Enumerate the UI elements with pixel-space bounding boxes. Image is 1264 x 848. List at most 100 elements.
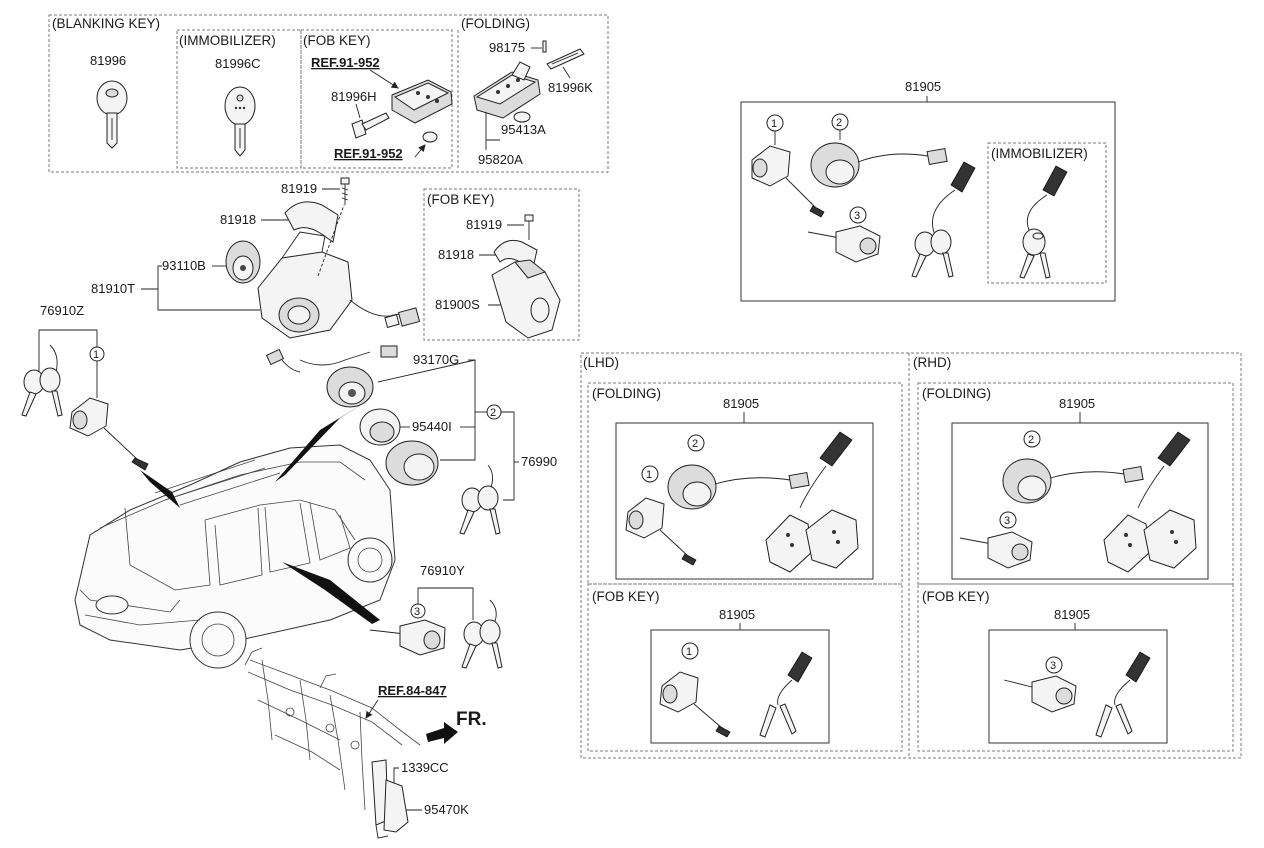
- kit-lhd-fob-frame: [650, 629, 830, 744]
- callout-2-a-text: 2: [490, 407, 496, 419]
- kit-label-81905-lhd-folding: 81905: [723, 396, 759, 411]
- folding-key-blade-icon: [546, 48, 585, 70]
- callout-2-e-text: 2: [1028, 434, 1034, 446]
- door-cylinder-kit-top-icon: [751, 145, 825, 218]
- lhd-fob-frame: [587, 583, 903, 752]
- steering-lock-body-icon: [257, 231, 353, 339]
- kit-label-81905-top: 81905: [905, 79, 941, 94]
- door-lock-cylinder-b-icon: [369, 619, 446, 656]
- steering-lock-b-icon: [491, 259, 561, 339]
- key-pair-c-icon: [461, 599, 503, 669]
- callout-2-e: [1023, 430, 1041, 448]
- folding-key-fob-icon: [473, 61, 541, 119]
- key-pair-a-icon: [21, 344, 63, 417]
- coin-battery-icon: [422, 131, 438, 143]
- kit-immobilizer-header: (IMMOBILIZER): [991, 146, 1088, 161]
- kit-label-81905-lhd-fob: 81905: [719, 607, 755, 622]
- lhd-folding-header: (FOLDING): [592, 386, 661, 401]
- rhd-header: (RHD): [913, 355, 951, 370]
- callout-1-d: [681, 642, 699, 660]
- part-label-93110b: 93110B: [162, 258, 206, 273]
- part-label-81900s: 81900S: [435, 297, 480, 312]
- callout-3-f: [1045, 656, 1063, 674]
- door-lock-76910z-group: 76910Z 1: [21, 303, 149, 471]
- callout-1-c-text: 1: [646, 469, 652, 481]
- fob-key-header: (FOB KEY): [303, 33, 371, 48]
- lhd-header: (LHD): [583, 355, 619, 370]
- part-label-76910y: 76910Y: [420, 563, 465, 578]
- folding-fob-pair-lhd-icon: [765, 431, 859, 573]
- immobilizer-header: (IMMOBILIZER): [179, 33, 276, 48]
- immobilizer-key-icon: [224, 86, 256, 157]
- callout-3-b-text: 3: [854, 210, 860, 222]
- part-label-81919-b: 81919: [466, 217, 502, 232]
- ignition-cylinder-rhd-folding-icon: [1002, 458, 1144, 504]
- ignition-coil-icon: [326, 366, 374, 408]
- part-label-81918: 81918: [220, 212, 256, 227]
- fob-battery-icon: [513, 111, 531, 123]
- trunk-cylinder-rhd-folding-icon: [959, 531, 1033, 569]
- pointer-wedge-door: [282, 562, 380, 624]
- fob-key-lock-header: (FOB KEY): [427, 192, 495, 207]
- part-label-81996c: 81996C: [215, 56, 261, 71]
- key-pair-b-icon: [459, 464, 501, 535]
- ignition-lock-assembly: 81919 81918 93110B 81910T: [91, 177, 421, 339]
- part-label-1339cc: 1339CC: [401, 760, 449, 775]
- immobilizer-frame: [176, 29, 302, 169]
- lhd-rhd-group: (LHD) (RHD) (FOLDING) 81905 1 2: [580, 352, 1242, 759]
- fob-tag-rhd-icon: [1095, 651, 1151, 738]
- start-stop-button-icon: [359, 408, 401, 446]
- antenna-bracket-icon: [371, 759, 409, 839]
- part-label-95440i: 95440I: [412, 419, 452, 434]
- callout-1-c: [641, 465, 659, 483]
- kit-label-81905-rhd-folding: 81905: [1059, 396, 1095, 411]
- part-label-81996k: 81996K: [548, 80, 593, 95]
- kit-rhd-folding-frame: [951, 422, 1209, 580]
- ref-label-91952-b: REF.91-952: [334, 146, 403, 161]
- part-label-81919: 81919: [281, 181, 317, 196]
- kit-immobilizer-frame: [987, 142, 1107, 284]
- folding-fob-pair-rhd-icon: [1103, 431, 1197, 573]
- callout-1-a-text: 1: [93, 349, 99, 361]
- dashboard-crossmember-group: REF.84-847 FR. 1339CC 95470K: [244, 647, 487, 839]
- kit-81905-top-frame: [740, 101, 1116, 302]
- rhd-fob-header: (FOB KEY): [922, 589, 990, 604]
- kit-lhd-folding-frame: [615, 422, 874, 580]
- callout-3-b: [849, 206, 867, 224]
- ignition-cylinder-lhd-folding-icon: [667, 464, 810, 510]
- fob-key-lock-frame: [423, 188, 580, 341]
- lhd-fob-header: (FOB KEY): [592, 589, 660, 604]
- steering-lock-clamp-icon: [284, 201, 339, 243]
- door-lock-76910y-group: 76910Y 3: [369, 563, 503, 669]
- part-label-81918-b: 81918: [438, 247, 474, 262]
- blank-key-icon: [96, 80, 128, 149]
- callout-3-a-text: 3: [414, 606, 420, 618]
- folding-key-pin-icon: [542, 40, 547, 53]
- callout-3-f-text: 3: [1050, 660, 1056, 672]
- callout-3-a: [410, 603, 426, 619]
- part-label-98175: 98175: [489, 40, 525, 55]
- door-cylinder-lhd-folding-icon: [625, 497, 697, 566]
- ignition-cylinder-kit-top-icon: [810, 142, 948, 188]
- callout-2-b-text: 2: [836, 117, 842, 129]
- blanking-key-header: (BLANKING KEY): [52, 16, 160, 31]
- part-label-95413a: 95413A: [501, 122, 546, 137]
- ref-label-91952-a: REF.91-952: [311, 55, 380, 70]
- fob-key-lock-group: (FOB KEY) 81919 81918 81900S: [423, 188, 580, 341]
- antenna-harness: [299, 351, 371, 366]
- kit-81905-top: 81905 (IMMOBILIZER) 1 2 3: [740, 79, 1116, 302]
- ignition-parts-group: 93170G 95440I 2 76990: [265, 345, 557, 535]
- rhd-fob-frame: [917, 583, 1234, 752]
- harness-connector-icon: [380, 345, 398, 358]
- callout-2-c: [687, 434, 705, 452]
- front-direction-arrow-icon: [426, 722, 458, 744]
- vehicle-illustration: [74, 444, 396, 669]
- lhd-folding-frame: [587, 382, 903, 585]
- key-pair-kit-top-icon: [911, 161, 976, 278]
- door-lock-cylinder-a-icon: [69, 397, 149, 471]
- callout-3-e: [999, 511, 1017, 529]
- part-label-93170g: 93170G: [413, 352, 459, 367]
- rhd-folding-header: (FOLDING): [922, 386, 991, 401]
